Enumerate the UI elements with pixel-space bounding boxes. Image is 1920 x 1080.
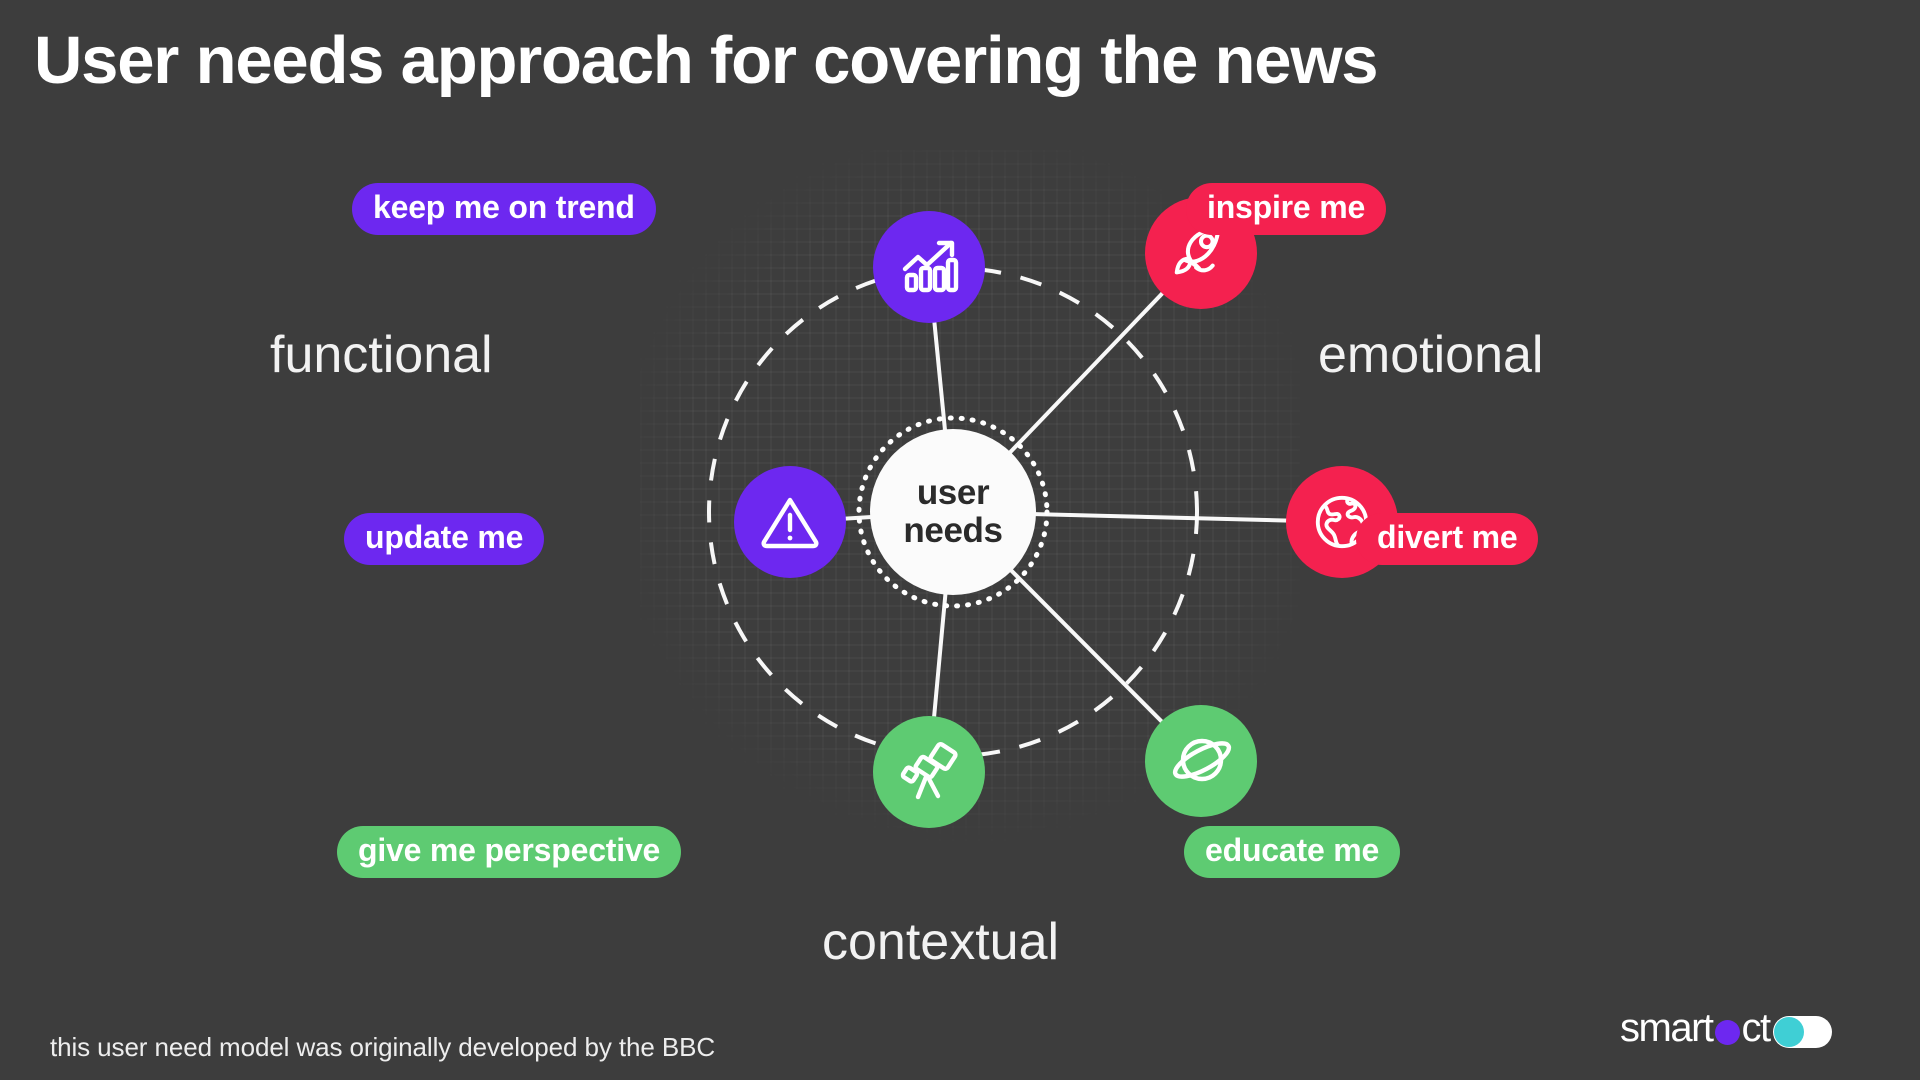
node-update-me[interactable] bbox=[734, 466, 846, 578]
category-label-functional: functional bbox=[270, 326, 493, 384]
trend-chart-icon bbox=[897, 235, 961, 299]
badge-give-me-perspective[interactable]: give me perspective bbox=[337, 826, 682, 879]
node-keep-me-on-trend[interactable] bbox=[873, 211, 985, 323]
logo-text-after: ct bbox=[1741, 1006, 1772, 1050]
badge-inspire-me[interactable]: inspire me bbox=[1186, 183, 1387, 236]
badge-divert-me[interactable]: divert me bbox=[1356, 513, 1539, 566]
node-give-me-perspective[interactable] bbox=[873, 716, 985, 828]
logo-dot-o-icon bbox=[1714, 1019, 1740, 1045]
badge-educate-me[interactable]: educate me bbox=[1184, 826, 1401, 879]
logo-text-before: smart bbox=[1620, 1006, 1714, 1050]
warning-icon bbox=[758, 490, 822, 554]
badge-update-me[interactable]: update me bbox=[344, 513, 545, 566]
category-label-contextual: contextual bbox=[822, 913, 1060, 971]
category-label-emotional: emotional bbox=[1318, 326, 1544, 384]
smartocto-logo[interactable]: smart ct bbox=[1620, 1006, 1832, 1050]
dotted-hub-ring bbox=[856, 415, 1050, 609]
hub-label-line2: needs bbox=[903, 511, 1003, 550]
hub-label: user needs bbox=[903, 473, 1003, 550]
logo-toggle-knob bbox=[1773, 1017, 1804, 1047]
telescope-icon bbox=[897, 740, 961, 804]
node-educate-me[interactable] bbox=[1145, 705, 1257, 817]
page-title: User needs approach for covering the new… bbox=[34, 23, 1379, 98]
planet-icon bbox=[1169, 729, 1233, 793]
user-needs-diagram: user needs bbox=[610, 150, 1398, 870]
hub-user-needs: user needs bbox=[870, 429, 1036, 595]
logo-toggle-icon bbox=[1772, 1016, 1832, 1048]
badge-keep-me-on-trend[interactable]: keep me on trend bbox=[352, 183, 656, 236]
logo-wordmark: smart ct bbox=[1620, 1008, 1832, 1048]
footer-note: this user need model was originally deve… bbox=[50, 1032, 716, 1062]
hub-label-line1: user bbox=[916, 473, 990, 513]
